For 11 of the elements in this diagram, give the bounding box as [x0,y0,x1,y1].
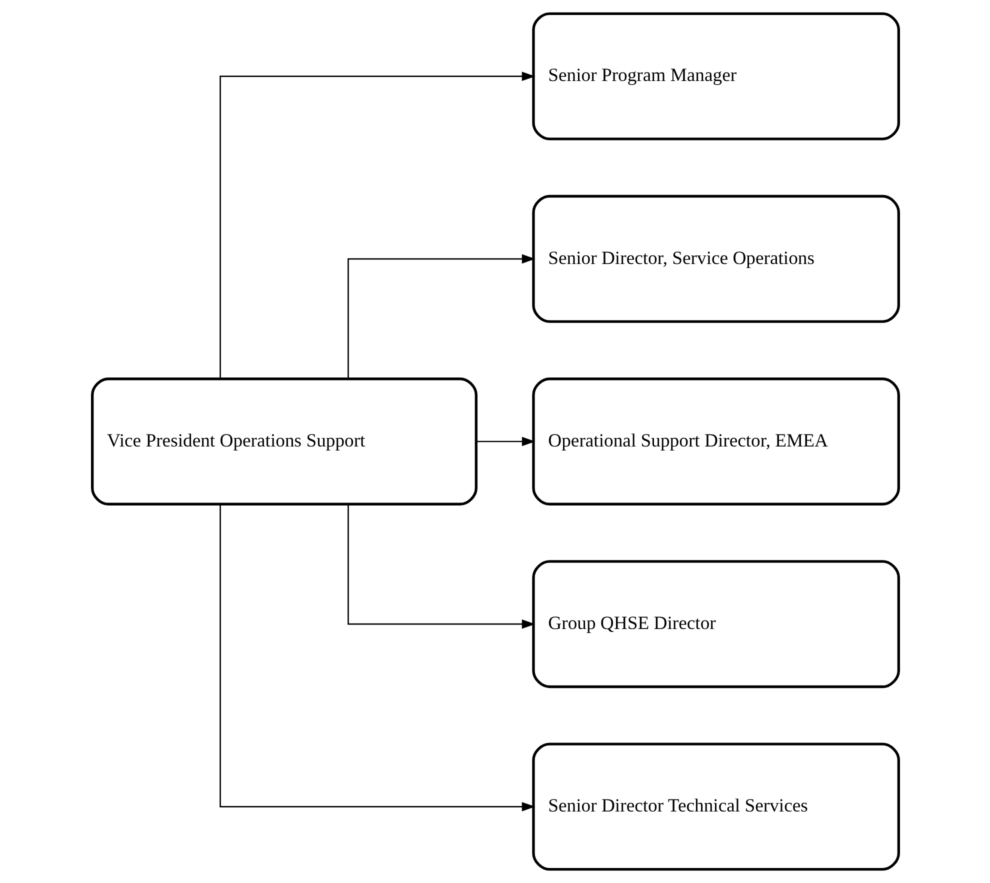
node-box: Operational Support Director, EMEA [532,378,900,506]
node-box: Senior Director, Service Operations [532,194,900,323]
node-box: Group QHSE Director [532,560,900,688]
arrow [219,504,535,812]
node-box: Senior Program Manager [532,12,900,140]
arrow [347,504,535,629]
node-box: Senior Director Technical Services [532,742,900,871]
arrow [347,254,535,379]
arrow [476,436,535,446]
node-box: Vice President Operations Support [90,378,477,506]
arrow [219,72,535,379]
